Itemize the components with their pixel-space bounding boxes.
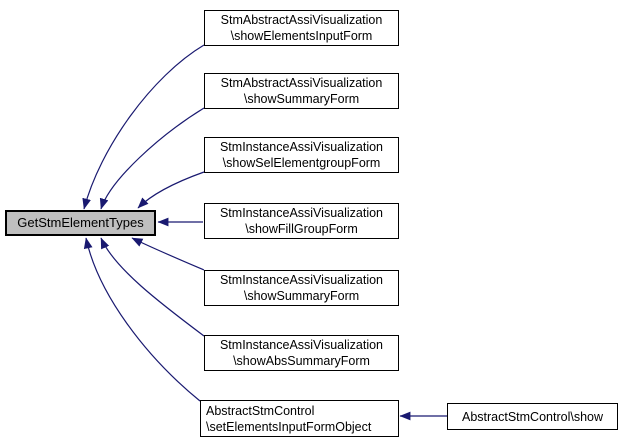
graph-node-showAbsSummaryForm[interactable]: StmInstanceAssiVisualization \showAbsSum… bbox=[204, 335, 399, 371]
node-label: StmAbstractAssiVisualization \showSummar… bbox=[220, 76, 383, 106]
node-label: StmInstanceAssiVisualization \showFillGr… bbox=[219, 206, 384, 236]
graph-node-AbstractStmControl-show[interactable]: AbstractStmControl\show bbox=[447, 403, 618, 430]
edge-setElementsInputFormObject bbox=[83, 237, 201, 402]
edge-showSummaryForm-instance bbox=[131, 237, 205, 271]
graph-node-showElementsInputForm[interactable]: StmAbstractAssiVisualization \showElemen… bbox=[204, 10, 399, 46]
node-label: StmAbstractAssiVisualization \showElemen… bbox=[220, 13, 383, 43]
graph-node-showSummaryForm-instance[interactable]: StmInstanceAssiVisualization \showSummar… bbox=[204, 270, 399, 306]
node-label: AbstractStmControl \setElementsInputForm… bbox=[206, 403, 372, 434]
edge-showAbsSummaryForm bbox=[100, 237, 205, 337]
graph-node-setElementsInputFormObject[interactable]: AbstractStmControl \setElementsInputForm… bbox=[200, 400, 399, 437]
graph-node-showFillGroupForm[interactable]: StmInstanceAssiVisualization \showFillGr… bbox=[204, 203, 399, 239]
graph-node-showSummaryForm-abstract[interactable]: StmAbstractAssiVisualization \showSummar… bbox=[204, 73, 399, 109]
node-label: GetStmElementTypes bbox=[17, 215, 144, 230]
node-label: StmInstanceAssiVisualization \showSelEle… bbox=[219, 140, 384, 170]
node-label: StmInstanceAssiVisualization \showSummar… bbox=[219, 273, 384, 303]
edge-showElementsInputForm bbox=[82, 44, 205, 210]
edge-showSummaryForm-abstract bbox=[99, 107, 205, 210]
graph-node-showSelElementgroupForm[interactable]: StmInstanceAssiVisualization \showSelEle… bbox=[204, 137, 399, 173]
node-label: StmInstanceAssiVisualization \showAbsSum… bbox=[219, 338, 384, 368]
edge-showSelElementgroupForm bbox=[137, 171, 205, 209]
graph-node-current-GetStmElementTypes[interactable]: GetStmElementTypes bbox=[5, 210, 156, 236]
node-label: AbstractStmControl\show bbox=[461, 409, 604, 424]
